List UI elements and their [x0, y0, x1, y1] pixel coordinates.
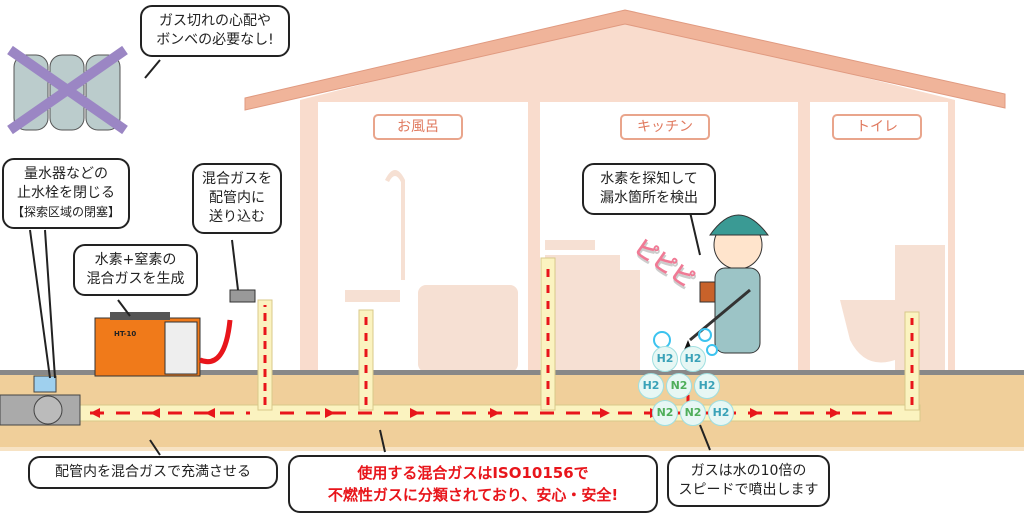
callout-line: 水素+窒素の: [94, 252, 177, 268]
molecule: H2: [680, 346, 706, 372]
callout-line: 水素を探知して: [600, 171, 698, 187]
callout-fill-pipe: 配管内を混合ガスで充満させる: [28, 456, 278, 489]
room-label-bath: お風呂: [373, 114, 463, 140]
callout-detect: 水素を探知して 漏水箇所を検出: [582, 163, 716, 215]
molecule: N2: [680, 400, 706, 426]
callout-line: 使用する混合ガスはISO10156で: [357, 464, 589, 482]
callout-line: スピードで噴出します: [678, 482, 819, 498]
gas-cylinders-crossed-out: [7, 45, 128, 135]
gas-generator: [94, 289, 256, 377]
callout-line: 混合ガスを: [202, 171, 272, 187]
callout-generate-gas: 水素+窒素の 混合ガスを生成: [73, 244, 198, 296]
fixtures: [345, 170, 945, 372]
callout-line: 配管内に: [209, 190, 265, 206]
callout-tails: [29, 59, 711, 456]
device-label: HT-10: [114, 330, 137, 338]
molecule: N2: [652, 400, 678, 426]
molecule: H2: [638, 373, 664, 399]
callout-close-valve: 量水器などの 止水栓を閉じる 【探索区域の閉塞】: [2, 158, 130, 229]
callout-speed: ガスは水の10倍の スピードで噴出します: [667, 455, 830, 507]
callout-line: ガスは水の10倍の: [690, 463, 807, 479]
callout-line: 止水栓を閉じる: [17, 185, 115, 201]
molecule: H2: [694, 373, 720, 399]
worker: [680, 214, 770, 360]
callout-safety: 使用する混合ガスはISO10156で 不燃性ガスに分類されており、安心・安全!: [288, 455, 658, 513]
molecule: H2: [708, 400, 734, 426]
room-label-toilet: トイレ: [832, 114, 922, 140]
callout-line: 漏水箇所を検出: [600, 190, 698, 206]
callout-line: ガス切れの心配や: [159, 13, 271, 29]
water-meter: [0, 375, 81, 426]
callout-line: 混合ガスを生成: [86, 271, 185, 287]
callout-line: 不燃性ガスに分類されており、安心・安全!: [327, 486, 619, 504]
callout-line: ボンベの必要なし!: [156, 32, 274, 48]
molecule: N2: [666, 373, 692, 399]
callout-line: 【探索区域の閉塞】: [12, 205, 121, 219]
molecule: H2: [652, 346, 678, 372]
callout-line: 送り込む: [209, 209, 265, 225]
room-label-kitchen: キッチン: [620, 114, 710, 140]
callout-send-gas: 混合ガスを 配管内に 送り込む: [192, 163, 282, 234]
callout-no-cylinder: ガス切れの心配や ボンベの必要なし!: [140, 5, 290, 57]
callout-line: 量水器などの: [24, 166, 108, 182]
roof: [244, 9, 1006, 111]
flow-arrows: [90, 265, 914, 418]
